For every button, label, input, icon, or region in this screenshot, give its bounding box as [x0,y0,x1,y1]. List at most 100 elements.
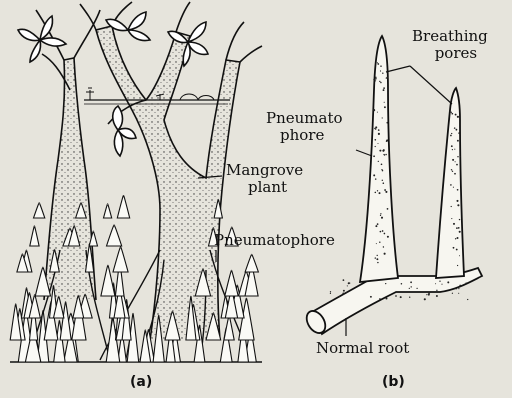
pore-dot [339,296,341,298]
pore-dot [453,247,455,249]
pneumatophore-spike [245,254,258,272]
label-pneumato-line1: Pneumato [266,110,343,127]
pore-dot [411,286,412,287]
pore-dot [435,283,436,284]
pore-dot [450,135,452,137]
pore-dot [347,285,348,286]
pore-dot [439,281,440,282]
pore-dot [380,82,382,84]
pneumatophore-spike [104,204,112,218]
pore-dot [384,253,386,255]
pore-dot [375,128,376,129]
pneumatophore-spike [113,247,128,272]
pore-dot [455,114,457,116]
pore-dot [377,112,378,113]
pore-dot [380,213,381,214]
pore-dot [426,294,427,295]
pore-dot [378,133,380,135]
pore-dot [467,299,468,300]
leader-breathing-pores [386,66,452,104]
pore-dot [378,129,380,131]
pore-dot [384,189,386,191]
pore-dot [383,154,384,155]
pore-dot [457,265,458,266]
pore-dot [375,126,377,128]
leaf-cluster-mid [113,106,136,156]
panel-b-drawing [303,36,482,336]
pneumatophore-spike [30,226,39,246]
pore-dot [380,231,382,233]
pore-dot [409,288,410,289]
pore-dot [373,155,375,157]
pore-dot [383,182,385,184]
pore-dot [373,79,375,81]
label-pneumatophore: Pneumatophore [214,232,335,249]
pore-dot [375,146,376,147]
main-pneumatophore [360,36,398,282]
label-mangrove-line2: plant [226,179,303,196]
leader-pneumato-phore [356,150,372,156]
pore-dot [453,223,455,225]
pore-dot [379,298,380,299]
pore-dot [400,296,402,298]
pore-dot [451,113,453,115]
pore-dot [370,296,372,298]
pore-dot [459,156,460,157]
pore-dot [375,77,376,78]
pore-dot [381,163,383,165]
pore-dot [457,116,459,118]
pore-dot [375,79,376,80]
pore-dot [452,293,453,294]
pore-dot [385,154,387,156]
pore-dot [455,288,457,290]
pore-dot [457,189,459,191]
pore-dot [343,290,345,292]
pore-dot [375,178,376,179]
pore-dot [454,127,456,129]
pore-dot [453,187,454,188]
pore-dot [424,298,426,300]
pore-dot [451,133,452,134]
pore-dot [454,173,456,175]
pore-dot [457,156,458,157]
pneumatophore-spike [101,265,115,296]
pore-dot [377,255,378,256]
pore-dot [466,282,467,283]
pore-dot [456,129,458,131]
pore-dot [375,257,376,258]
pore-dot [452,159,454,161]
pore-dot [451,218,452,219]
pore-dot [377,63,379,65]
pore-dot [452,171,453,172]
pore-dot [457,204,459,206]
pore-dot [382,72,383,73]
pore-dot [401,283,403,285]
pore-dot [376,243,377,244]
pore-dot [349,282,350,283]
pore-dot [450,111,451,112]
pore-dot [380,70,381,71]
label-normal-root: Normal root [316,340,409,357]
pore-dot [456,249,458,251]
pore-dot [457,140,459,142]
pore-dot [459,285,461,287]
pore-dot [451,112,452,113]
pore-dot [377,223,379,225]
pore-dot [436,290,437,291]
pore-dot [428,292,430,294]
pore-dot [458,132,460,134]
caption-panel-a: (a) [130,374,152,390]
pore-dot [447,281,449,283]
pore-dot [410,281,412,283]
pneumatophore-spike [107,225,122,246]
pore-dot [451,145,453,147]
pore-dot [382,180,383,181]
pore-dot [330,293,331,294]
pore-dot [441,284,442,285]
pore-dot [378,143,379,144]
pore-dot [385,283,386,284]
pore-dot [375,80,376,81]
pore-dot [377,62,378,63]
pore-dot [382,230,384,232]
